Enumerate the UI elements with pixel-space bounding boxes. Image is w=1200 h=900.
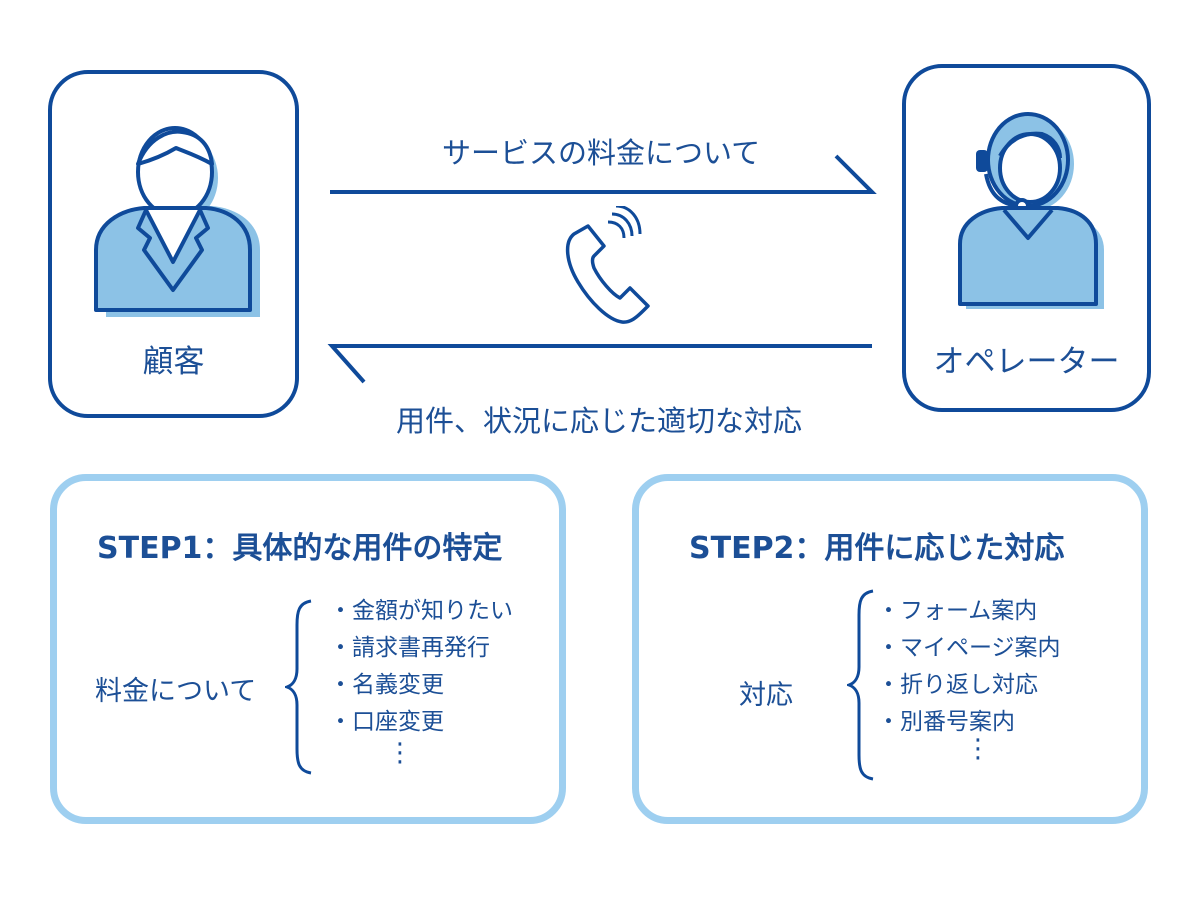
- bottom-arrow-label: 用件、状況に応じた適切な対応: [396, 404, 803, 438]
- step2-continuation-dots: ⋮: [965, 734, 991, 764]
- curly-brace-icon: [847, 589, 874, 781]
- list-item: ・別番号案内: [877, 709, 1015, 735]
- customer-avatar-icon: [94, 126, 260, 317]
- step2-title: STEP2：用件に応じた対応: [689, 531, 1065, 566]
- top-arrow-label: サービスの料金について: [442, 136, 761, 170]
- response-arrow: [327, 344, 872, 384]
- step2-subject: 対応: [739, 680, 793, 711]
- list-item: ・折り返し対応: [877, 672, 1038, 698]
- request-arrow: [330, 154, 877, 194]
- list-item: ・フォーム案内: [877, 598, 1038, 624]
- step1-box: STEP1：具体的な用件の特定 料金について ・金額が知りたい ・請求書再発行 …: [50, 474, 566, 824]
- curly-brace-icon: [285, 599, 312, 775]
- list-item: ・口座変更: [329, 709, 444, 735]
- step1-title: STEP1：具体的な用件の特定: [97, 531, 503, 566]
- list-item: ・請求書再発行: [329, 635, 490, 661]
- step1-continuation-dots: ⋮: [387, 738, 413, 768]
- phone-ringing-icon: [565, 206, 650, 324]
- list-item: ・名義変更: [329, 672, 444, 698]
- step2-item-list: ・フォーム案内 ・マイページ案内 ・折り返し対応 ・別番号案内: [877, 593, 1061, 741]
- customer-card: 顧客: [48, 70, 299, 418]
- customer-label: 顧客: [142, 344, 205, 380]
- list-item: ・金額が知りたい: [329, 598, 513, 624]
- step1-item-list: ・金額が知りたい ・請求書再発行 ・名義変更 ・口座変更: [329, 593, 513, 741]
- operator-label: オペレーター: [933, 344, 1120, 380]
- list-item: ・マイページ案内: [877, 635, 1061, 661]
- step2-box: STEP2：用件に応じた対応 対応 ・フォーム案内 ・マイページ案内 ・折り返し…: [632, 474, 1148, 824]
- operator-card: オペレーター: [902, 64, 1151, 412]
- step1-subject: 料金について: [95, 676, 257, 707]
- operator-headset-avatar-icon: [958, 112, 1104, 309]
